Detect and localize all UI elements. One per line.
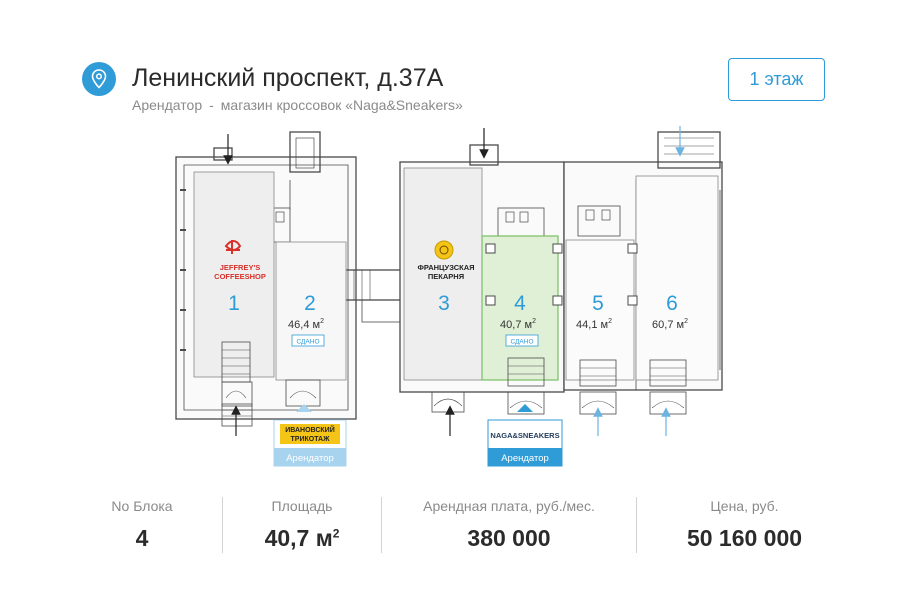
subtitle-tenant: магазин кроссовок «Naga&Sneakers» bbox=[220, 97, 463, 113]
stat-label: Площадь bbox=[271, 498, 333, 514]
unit-6-area[interactable] bbox=[635, 175, 719, 381]
location-pin-icon bbox=[82, 62, 116, 96]
unit-3-area[interactable] bbox=[403, 167, 483, 381]
unit-2-area-label: 46,4 м2 bbox=[288, 318, 324, 331]
bakery-logo-line2: ПЕКАРНЯ bbox=[428, 272, 464, 281]
ivanovsky-logo-line2: ТРИКОТАЖ bbox=[291, 436, 331, 443]
floor-selector-button[interactable]: 1 этаж bbox=[728, 58, 825, 101]
subtitle-separator: - bbox=[209, 97, 214, 113]
unit-5-area-label: 44,1 м2 bbox=[576, 318, 612, 331]
unit-5-area[interactable] bbox=[565, 239, 635, 381]
column-markers bbox=[485, 243, 638, 306]
stat-divider bbox=[636, 497, 637, 553]
stat-block-number: No Блока 4 bbox=[62, 495, 222, 557]
stat-value: 40,7 м2 bbox=[264, 525, 340, 551]
stat-value: 380 000 bbox=[467, 525, 551, 551]
stat-price: Цена, руб. 50 160 000 bbox=[637, 495, 852, 557]
svg-text:СДАНО: СДАНО bbox=[296, 339, 319, 346]
bakery-logo-line1: ФРАНЦУЗСКАЯ bbox=[417, 263, 474, 272]
jeffreys-coffeeshop-logo: JEFFREY'S COFFEESHOP bbox=[214, 240, 266, 281]
jeffreys-logo-line1: JEFFREY'S bbox=[220, 263, 261, 272]
unit-6-area-label: 60,7 м2 bbox=[652, 318, 688, 331]
naga-tenant-label: Арендатор bbox=[501, 453, 549, 464]
stat-divider bbox=[222, 497, 223, 553]
naga-logo: NAGA&SNEAKERS bbox=[490, 431, 559, 440]
unit-6-number[interactable]: 6 bbox=[666, 292, 678, 315]
ivanovsky-logo-line1: ИВАНОВСКИЙ bbox=[285, 425, 334, 434]
stat-label: Цена, руб. bbox=[710, 498, 779, 514]
tenant-card-naga-sneakers[interactable]: NAGA&SNEAKERS Арендатор bbox=[487, 404, 563, 467]
jeffreys-logo-line2: COFFEESHOP bbox=[214, 272, 266, 281]
page-subtitle: Арендатор-магазин кроссовок «Naga&Sneake… bbox=[132, 97, 463, 113]
stat-rent: Арендная плата, руб./мес. 380 000 bbox=[382, 495, 636, 557]
unit-1-number[interactable]: 1 bbox=[228, 292, 240, 315]
stat-value: 50 160 000 bbox=[686, 525, 803, 551]
unit-2-status-badge: СДАНО bbox=[291, 334, 325, 347]
stat-value: 4 bbox=[135, 525, 149, 551]
unit-4-area[interactable] bbox=[481, 235, 559, 381]
unit-5-number[interactable]: 5 bbox=[592, 292, 604, 315]
unit-2-number[interactable]: 2 bbox=[304, 292, 316, 315]
stat-area: Площадь 40,7 м2 bbox=[223, 495, 381, 557]
unit-2-area[interactable] bbox=[275, 241, 347, 381]
page-title: Ленинский проспект, д.37А bbox=[132, 64, 444, 92]
svg-text:СДАНО: СДАНО bbox=[510, 339, 533, 346]
stat-label: No Блока bbox=[111, 498, 173, 514]
unit-stats: No Блока 4 Площадь 40,7 м2 Арендная плат… bbox=[62, 495, 852, 557]
unit-1-area[interactable] bbox=[193, 171, 275, 378]
unit-4-area-label: 40,7 м2 bbox=[500, 318, 536, 331]
stat-divider bbox=[381, 497, 382, 553]
tenant-card-ivanovsky[interactable]: ИВАНОВСКИЙ ТРИКОТАЖ Арендатор bbox=[273, 404, 347, 467]
stat-label: Арендная плата, руб./мес. bbox=[423, 498, 595, 514]
unit-3-number[interactable]: 3 bbox=[438, 292, 450, 315]
unit-4-status-badge: СДАНО bbox=[505, 334, 539, 347]
french-bakery-logo: ФРАНЦУЗСКАЯ ПЕКАРНЯ bbox=[417, 240, 475, 281]
ivanovsky-tenant-label: Арендатор bbox=[286, 453, 334, 464]
unit-4-number[interactable]: 4 bbox=[514, 292, 526, 315]
subtitle-role: Арендатор bbox=[132, 97, 203, 113]
